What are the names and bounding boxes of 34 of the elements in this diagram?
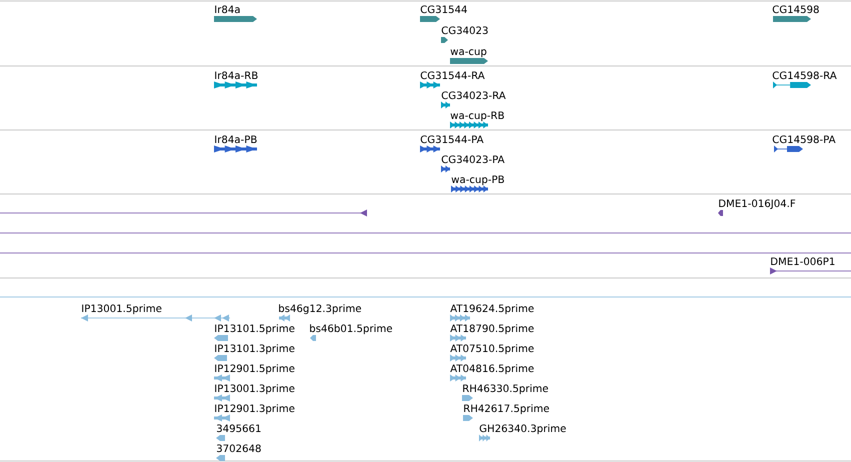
feature-label: AT07510.5prime (450, 344, 534, 354)
feature-label: IP12901.3prime (215, 404, 294, 414)
feature-label: CG34023-RA (442, 91, 506, 100)
feature-label: 3495661 (217, 424, 261, 432)
feature-label: IP13001.3prime (215, 384, 294, 394)
feature-label: RH46330.5prime (463, 384, 548, 394)
feature-label: wa-cup (450, 49, 486, 58)
feature-label: 3702648 (217, 444, 261, 452)
feature-label: bs46g12.3prime (279, 304, 361, 314)
feature-label: wa-cup-PB (452, 176, 504, 186)
feature-label: AT18790.5prime (450, 324, 534, 334)
feature-label: IP13101.5prime (215, 324, 294, 334)
feature-label: CG14598-PA (772, 135, 836, 144)
feature-label: RH42617.5prime (464, 404, 549, 414)
feature-label: IP12901.5prime (215, 364, 294, 374)
feature-label: Ir84a-PB (215, 135, 257, 144)
feature-label: CG31544-PA (420, 135, 484, 144)
feature-label: Ir84a (215, 5, 240, 14)
feature-label: AT19624.5prime (450, 304, 534, 314)
feature-label: Ir84a-RB (215, 71, 258, 80)
feature-label: wa-cup-RB (450, 112, 504, 122)
feature-label: DME1-016J04.F (719, 199, 796, 210)
feature-label: CG14598 (772, 5, 819, 14)
feature-label: CG34023 (442, 26, 488, 34)
feature-label: IP13101.3prime (215, 344, 294, 354)
feature-label: bs46b01.5prime (310, 324, 392, 334)
feature-label: CG34023-PA (442, 155, 504, 164)
feature-label: IP13001.5prime (82, 304, 162, 314)
feature-label: CG31544 (420, 5, 467, 14)
feature-label: GH26340.3prime (480, 424, 566, 434)
feature-label: DME1-006P1 (771, 257, 834, 266)
feature-label: CG14598-RA (772, 71, 837, 80)
feature-label: AT04816.5prime (450, 364, 534, 374)
feature-label: CG31544-RA (420, 71, 485, 80)
